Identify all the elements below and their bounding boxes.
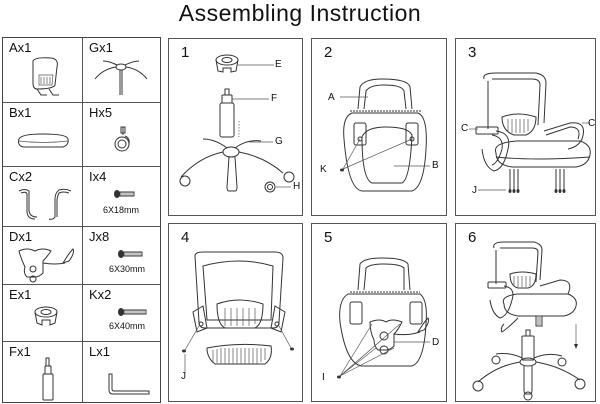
part-cell-i: Ix4 6X18mm (83, 167, 162, 226)
screw-spec: 6X18mm (103, 205, 140, 215)
backrest-icon (32, 57, 59, 96)
step-panel-5: 5 D I (311, 223, 447, 402)
callout-label: F (271, 93, 278, 104)
callout-label: B (432, 160, 439, 171)
screw-icon (118, 308, 147, 316)
star-base-icon (94, 60, 148, 95)
row-divider (3, 166, 160, 167)
armrest-attach-illustration (469, 72, 591, 193)
part-label: Bx1 (9, 105, 32, 120)
part-label: Jx8 (89, 229, 110, 244)
part-label: Gx1 (89, 40, 113, 55)
part-cell-j: Jx8 6X30mm (83, 227, 162, 284)
row-divider (3, 284, 160, 285)
seat-cushion-icon (18, 133, 69, 148)
row-divider (3, 341, 160, 342)
part-cell-e: Ex1 (3, 285, 82, 341)
part-label: Lx1 (89, 344, 110, 359)
screw-icon (114, 190, 135, 198)
callout-label: D (432, 337, 440, 348)
base-assembly-illustration (179, 54, 295, 193)
part-cell-a: Ax1 (3, 38, 82, 102)
callout-label: C (461, 123, 469, 134)
part-label: Ex1 (9, 287, 32, 302)
callout-label: A (328, 92, 335, 103)
row-divider (3, 226, 160, 227)
step-panel-3: 3 C C J (455, 38, 596, 216)
callout-label: K (320, 164, 327, 175)
mechanism-attach-illustration (337, 257, 430, 379)
step-number: 6 (468, 229, 477, 246)
part-cell-d: Dx1 (3, 227, 82, 284)
step-number: 5 (324, 229, 333, 246)
backrest-seat-illustration (340, 78, 430, 192)
callout-label: J (181, 371, 186, 382)
screw-spec: 6X30mm (109, 264, 146, 274)
final-assembly-illustration (472, 241, 586, 401)
screw-spec: 6X40mm (109, 321, 146, 331)
gas-lift-icon (42, 357, 54, 401)
part-label: Dx1 (9, 229, 33, 244)
row-divider (3, 102, 160, 103)
allen-key-icon (108, 373, 150, 395)
part-label: Fx1 (9, 344, 31, 359)
page-title: Assembling Instruction (178, 0, 422, 26)
callout-label: H (293, 181, 301, 192)
column-divider (82, 38, 83, 402)
callout-label: I (322, 372, 325, 383)
part-cell-k: Kx2 6X40mm (83, 285, 162, 341)
cylinder-cover-icon (34, 306, 58, 326)
parts-list-table: Ax1 Gx1 Bx1 Hx5 (2, 37, 161, 403)
backrest-rear-illustration (182, 251, 294, 372)
part-label: Hx5 (89, 105, 113, 120)
step-panel-2: 2 A K B (311, 38, 447, 216)
tilt-mechanism-icon (18, 248, 74, 283)
callout-label: E (275, 59, 282, 70)
step-panel-6: 6 (455, 223, 596, 402)
part-cell-g: Gx1 (83, 38, 162, 102)
step-panel-4: 4 J (168, 223, 303, 402)
part-cell-f: Fx1 (3, 342, 82, 404)
armrest-icon (18, 188, 72, 220)
caster-icon (114, 126, 130, 152)
callout-label: J (472, 185, 477, 196)
part-cell-c: Cx2 (3, 167, 82, 226)
callout-label: C (588, 118, 596, 129)
part-label: Ix4 (89, 169, 107, 184)
step-number: 2 (324, 44, 333, 61)
part-cell-b: Bx1 (3, 103, 82, 166)
callout-label: G (275, 136, 283, 147)
step-number: 4 (181, 229, 190, 246)
step-number: 3 (468, 44, 477, 61)
step-panel-1: 1 E F G H (168, 38, 303, 216)
part-cell-l: Lx1 (83, 342, 162, 404)
step-number: 1 (181, 44, 190, 61)
part-label: Ax1 (9, 40, 32, 55)
screw-icon (118, 250, 143, 258)
part-label: Cx2 (9, 169, 33, 184)
part-label: Kx2 (89, 287, 112, 302)
part-cell-h: Hx5 (83, 103, 162, 166)
